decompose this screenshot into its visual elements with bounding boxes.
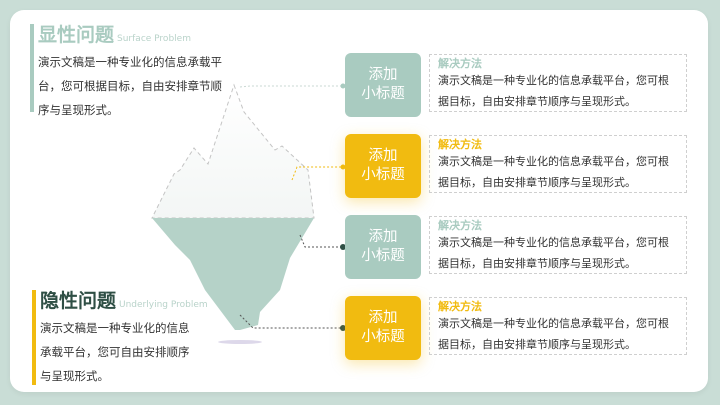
solution-box-3: 解决方法 演示文稿是一种专业化的信息承载平台，您可根据目标，自由安排章节顺序与呈… [429, 216, 687, 274]
subtitle-tag-2[interactable]: 添加小标题 [345, 134, 421, 198]
subtitle-tag-4[interactable]: 添加小标题 [345, 296, 421, 360]
iceberg-illustration [151, 83, 315, 344]
surface-body: 演示文稿是一种专业化的信息承载平台，您可根据目标，自由安排章节顺序与呈现形式。 [38, 55, 222, 117]
accent-bar [32, 290, 36, 385]
solution-box-4: 解决方法 演示文稿是一种专业化的信息承载平台，您可根据目标，自由安排章节顺序与呈… [429, 297, 687, 355]
solution-box-2: 解决方法 演示文稿是一种专业化的信息承载平台，您可根据目标，自由安排章节顺序与呈… [429, 135, 687, 193]
subtitle-tag-3[interactable]: 添加小标题 [345, 215, 421, 279]
underlying-body: 演示文稿是一种专业化的信息承载平台，您可自由安排顺序与呈现形式。 [40, 321, 190, 383]
accent-bar [30, 24, 34, 112]
subtitle-tag-1[interactable]: 添加小标题 [345, 53, 421, 117]
solution-box-1: 解决方法 演示文稿是一种专业化的信息承载平台，您可根据目标，自由安排章节顺序与呈… [429, 54, 687, 112]
